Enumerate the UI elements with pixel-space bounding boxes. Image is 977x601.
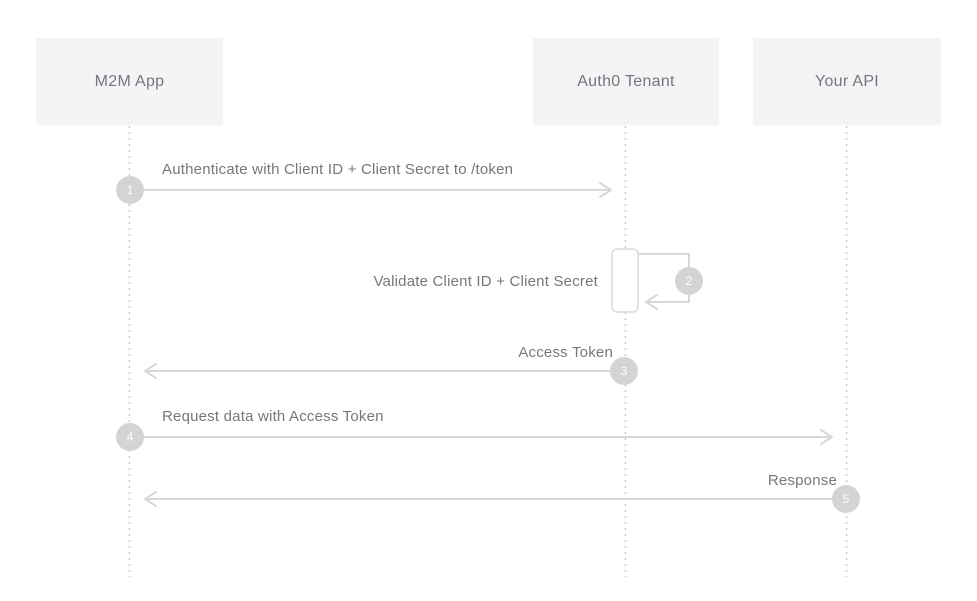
message-label-request-data: Request data with Access Token: [162, 408, 384, 425]
step-badge-4: 4: [116, 423, 144, 451]
arrow-access-token-head: [144, 363, 157, 379]
actor-label-your-api: Your API: [814, 72, 880, 90]
step-badge-3: 3: [610, 357, 638, 385]
activation-box-auth0: [611, 248, 639, 313]
actor-box-m2m-app: M2M App: [36, 38, 223, 125]
step-badge-5: 5: [832, 485, 860, 513]
arrow-response-head: [144, 491, 157, 507]
step-badge-1: 1: [116, 176, 144, 204]
actor-box-auth0-tenant: Auth0 Tenant: [533, 38, 719, 125]
arrow-request-data-head: [820, 429, 833, 445]
arrow-authenticate-head: [599, 182, 612, 198]
message-label-response: Response: [767, 472, 837, 489]
actor-box-your-api: Your API: [753, 38, 941, 125]
actor-label-auth0-tenant: Auth0 Tenant: [577, 72, 675, 90]
step-badge-2: 2: [675, 267, 703, 295]
actor-label-m2m-app: M2M App: [94, 72, 165, 90]
message-label-access-token: Access Token: [518, 344, 613, 361]
message-label-validate: Validate Client ID + Client Secret: [373, 273, 598, 290]
arrow-validate-head: [645, 294, 658, 310]
message-label-authenticate: Authenticate with Client ID + Client Sec…: [162, 161, 514, 178]
